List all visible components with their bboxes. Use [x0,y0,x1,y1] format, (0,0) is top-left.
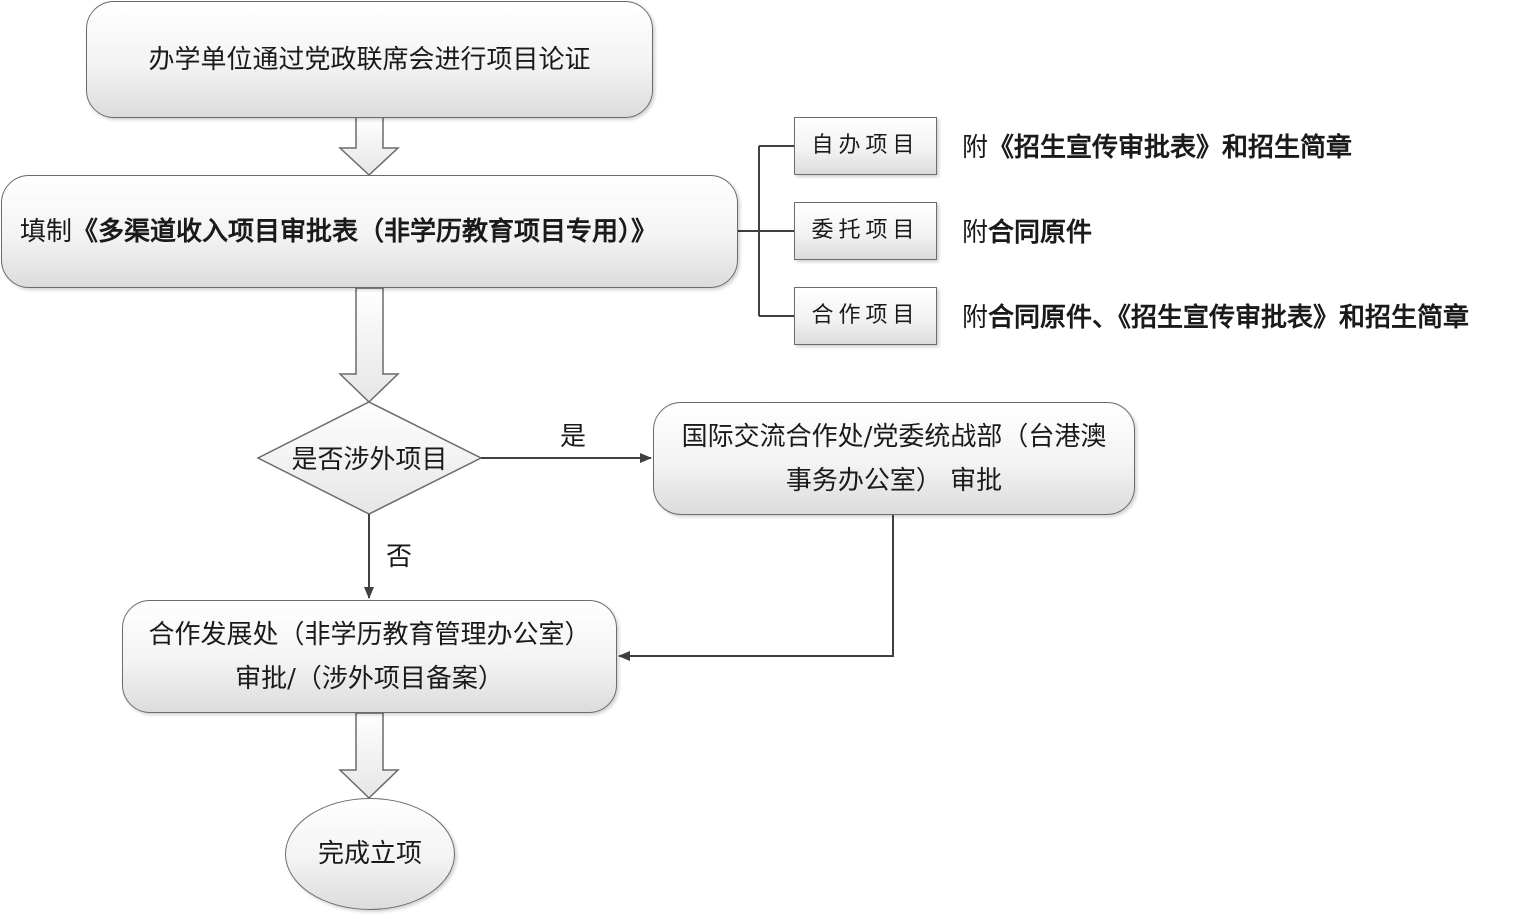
branch-note-prefix: 附 [962,218,989,248]
branch-note-entrusted: 附合同原件 [962,212,1092,249]
step-end: 完成立项 [285,798,455,910]
decision-text: 是否涉外项目 [291,445,448,475]
branch-type-label: 委托项目 [811,218,920,243]
branch-box-self-run: 自办项目 [794,117,937,175]
branch-type-label: 自办项目 [811,133,920,158]
block-arrow-1 [338,116,400,177]
step-start: 办学单位通过党政联席会进行项目论证 [86,1,653,118]
branch-note-text: 《招生宣传审批表》和招生简章 [988,133,1353,163]
branch-note-self-run: 附《招生宣传审批表》和招生简章 [962,127,1352,164]
branch-note-text: 合同原件 [988,218,1093,248]
step-fill-prefix: 填制 [20,216,73,247]
coop-approval-line2: 审批/（涉外项目备案） [235,663,504,694]
step-fill-form: 填制《多渠道收入项目审批表（非学历教育项目专用）》 [1,175,738,288]
block-arrow-2 [338,287,400,404]
block-arrow-3 [338,712,400,800]
approval-return-arrow [618,514,894,661]
step-foreign-approval: 国际交流合作处/党委统战部（台港澳 事务办公室） 审批 [653,402,1135,515]
foreign-approval-line1: 国际交流合作处/党委统战部（台港澳 [681,421,1107,452]
branch-note-prefix: 附 [962,303,989,333]
step-start-text: 办学单位通过党政联席会进行项目论证 [148,44,591,75]
branch-note-cooperative: 附合同原件、《招生宣传审批表》和招生简章 [962,297,1469,334]
branch-type-label: 合作项目 [811,303,920,328]
branch-box-cooperative: 合作项目 [794,287,937,345]
no-label: 否 [386,542,413,572]
step-coop-approval: 合作发展处（非学历教育管理办公室） 审批/（涉外项目备案） [122,600,617,713]
branch-box-entrusted: 委托项目 [794,202,937,260]
branch-note-prefix: 附 [962,133,989,163]
branch-bracket [738,145,794,317]
step-end-text: 完成立项 [317,839,422,869]
yes-label: 是 [560,422,587,452]
step-fill-form-name: 《多渠道收入项目审批表（非学历教育项目专用）》 [72,216,658,247]
coop-approval-line1: 合作发展处（非学历教育管理办公室） [148,619,591,650]
foreign-approval-line2: 事务办公室） 审批 [785,465,1003,496]
branch-note-text: 合同原件、《招生宣传审批表》和招生简章 [988,303,1470,333]
